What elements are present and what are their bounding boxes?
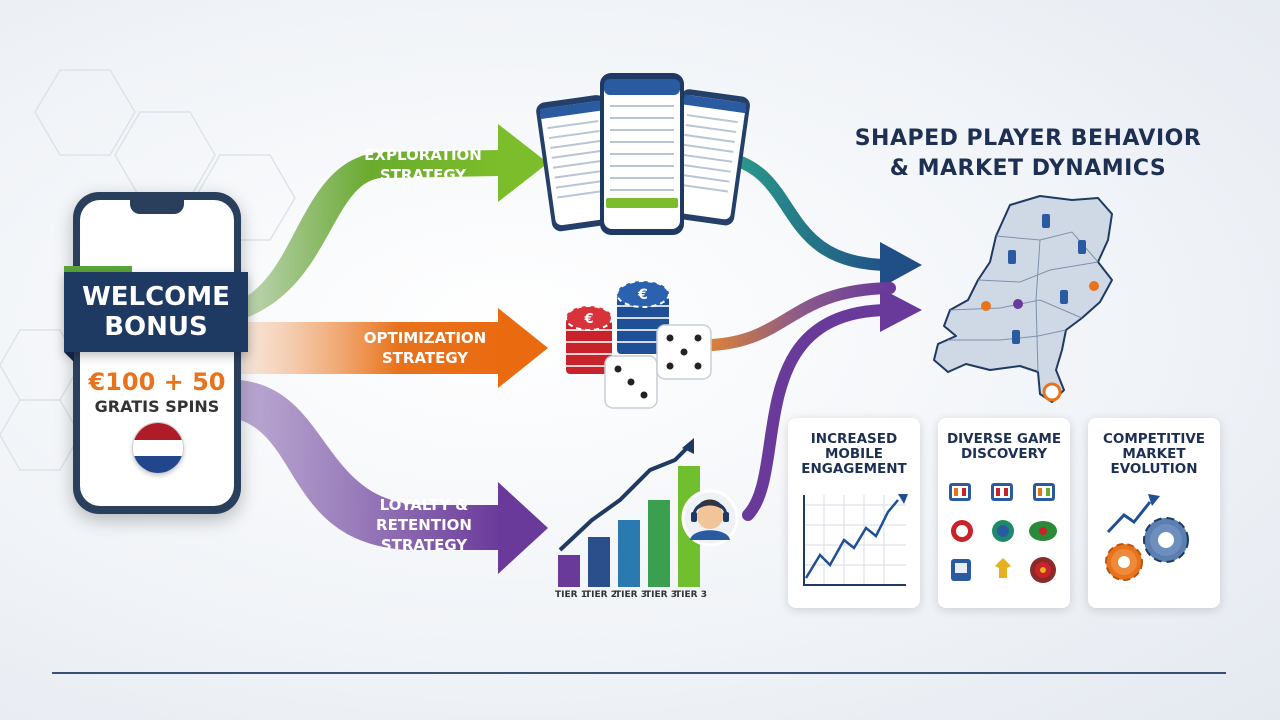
tier-label: TIER 3 xyxy=(645,590,677,600)
netherlands-flag-icon xyxy=(132,422,184,474)
loyalty-label-line-3: STRATEGY xyxy=(380,536,468,554)
loyalty-label: LOYALTY & RETENTION STRATEGY xyxy=(358,495,490,555)
banner-fold xyxy=(64,352,74,362)
card-title: DIVERSE GAME DISCOVERY xyxy=(938,432,1070,462)
card-title-line: EVOLUTION xyxy=(1110,461,1198,477)
card-title-line: MOBILE xyxy=(824,446,884,462)
banner-line-2: BONUS xyxy=(104,312,208,342)
footer-divider xyxy=(52,672,1226,674)
outcome-title: SHAPED PLAYER BEHAVIOR & MARKET DYNAMICS xyxy=(842,124,1214,184)
welcome-bonus-banner: WELCOME BONUS xyxy=(64,272,248,352)
phone-notch xyxy=(130,200,184,214)
optimization-arrow xyxy=(240,308,548,388)
optimization-label-line-1: OPTIMIZATION xyxy=(363,329,487,347)
bonus-spins: GRATIS SPINS xyxy=(94,397,220,416)
svg-text:€: € xyxy=(637,287,648,303)
exploration-arrow xyxy=(240,124,548,320)
banner-accent xyxy=(64,266,132,274)
exploration-label-line-1: EXPLORATION xyxy=(364,146,482,164)
outcome-title-line-1: SHAPED PLAYER BEHAVIOR xyxy=(854,126,1202,151)
hexagon-decoration xyxy=(0,69,296,471)
card-title-line: DISCOVERY xyxy=(960,446,1048,462)
convergence-arrows xyxy=(706,154,922,521)
card-title: COMPETITIVE MARKET EVOLUTION xyxy=(1088,432,1220,477)
card-title-line: ENGAGEMENT xyxy=(801,461,907,477)
card-title: INCREASED MOBILE ENGAGEMENT xyxy=(788,432,920,477)
app-phones-illustration xyxy=(536,73,750,235)
card-market-evolution: COMPETITIVE MARKET EVOLUTION xyxy=(1088,418,1220,608)
tier-label: TIER 3 xyxy=(675,590,707,600)
chips-dice-illustration: € € xyxy=(565,280,712,409)
tier-label: TIER 3 xyxy=(615,590,647,600)
netherlands-map xyxy=(933,195,1113,403)
loyalty-label-line-2: RETENTION xyxy=(376,516,472,534)
tier-label: TIER 2 xyxy=(585,590,617,600)
welcome-phone xyxy=(73,192,241,514)
optimization-label-line-2: STRATEGY xyxy=(381,349,469,367)
banner-line-1: WELCOME xyxy=(82,282,230,312)
card-title-line: INCREASED xyxy=(810,431,898,447)
loyalty-arrow xyxy=(240,380,548,574)
outcome-title-line-2: & MARKET DYNAMICS xyxy=(889,156,1167,181)
loyalty-label-line-1: LOYALTY & xyxy=(379,496,469,514)
support-agent-avatar xyxy=(681,489,739,547)
bonus-amount: €100 + 50 xyxy=(88,368,226,396)
card-title-line: DIVERSE GAME xyxy=(946,431,1062,447)
card-title-line: COMPETITIVE xyxy=(1102,431,1206,447)
card-game-discovery: DIVERSE GAME DISCOVERY xyxy=(938,418,1070,608)
svg-text:€: € xyxy=(583,312,593,327)
card-mobile-engagement: INCREASED MOBILE ENGAGEMENT xyxy=(788,418,920,608)
card-title-line: MARKET xyxy=(1122,446,1186,462)
tier-bar-chart xyxy=(558,438,700,587)
optimization-label: OPTIMIZATION STRATEGY xyxy=(345,328,505,368)
exploration-label-line-2: STRATEGY xyxy=(379,166,467,184)
exploration-label: EXPLORATION STRATEGY xyxy=(348,145,498,185)
tier-label: TIER 1 xyxy=(555,590,587,600)
